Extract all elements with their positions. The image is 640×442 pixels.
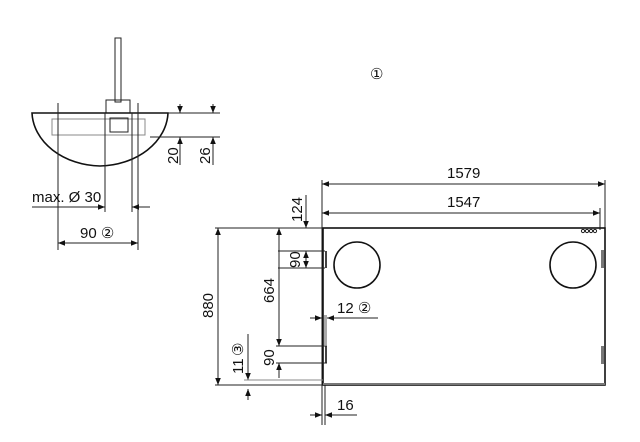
marker-3: ③ xyxy=(230,343,247,356)
view-marker-1: ① xyxy=(370,66,383,83)
dim-664-label: 664 xyxy=(261,278,278,303)
dim-90-width-label: 90 ② xyxy=(80,225,114,242)
bowl-inner-plate xyxy=(51,118,146,136)
dim-12-label: 12 ② xyxy=(337,300,371,317)
dim-90-top-label: 90 xyxy=(287,251,304,268)
mount-bracket xyxy=(601,250,604,268)
dim-11-label: 11 xyxy=(230,358,247,374)
fan-opening-left xyxy=(333,241,381,289)
dim-16-label: 16 xyxy=(337,397,354,414)
dim-90-bottom-label: 90 xyxy=(261,349,278,366)
dim-20-label: 20 xyxy=(165,147,182,164)
dim-1579-label: 1579 xyxy=(447,165,480,182)
dim-124-label: 124 xyxy=(289,197,306,222)
threaded-rod xyxy=(114,37,122,103)
dim-880-label: 880 xyxy=(200,293,217,318)
side-view: 20 26 max. Ø 30 90 ② xyxy=(31,37,220,250)
max-diameter-label: max. Ø 30 xyxy=(32,189,101,206)
mount-bracket xyxy=(325,251,327,268)
bowl-body xyxy=(31,112,169,167)
dim-1547-label: 1547 xyxy=(447,194,480,211)
mount-bracket xyxy=(325,346,327,363)
fan-opening-right xyxy=(549,241,597,289)
mount-bracket xyxy=(601,346,604,364)
dim-26-label: 26 xyxy=(197,147,214,164)
lower-nut xyxy=(109,117,129,133)
front-view: 1579 1547 124 90 664 90 880 xyxy=(200,165,606,425)
control-buttons xyxy=(580,228,598,234)
